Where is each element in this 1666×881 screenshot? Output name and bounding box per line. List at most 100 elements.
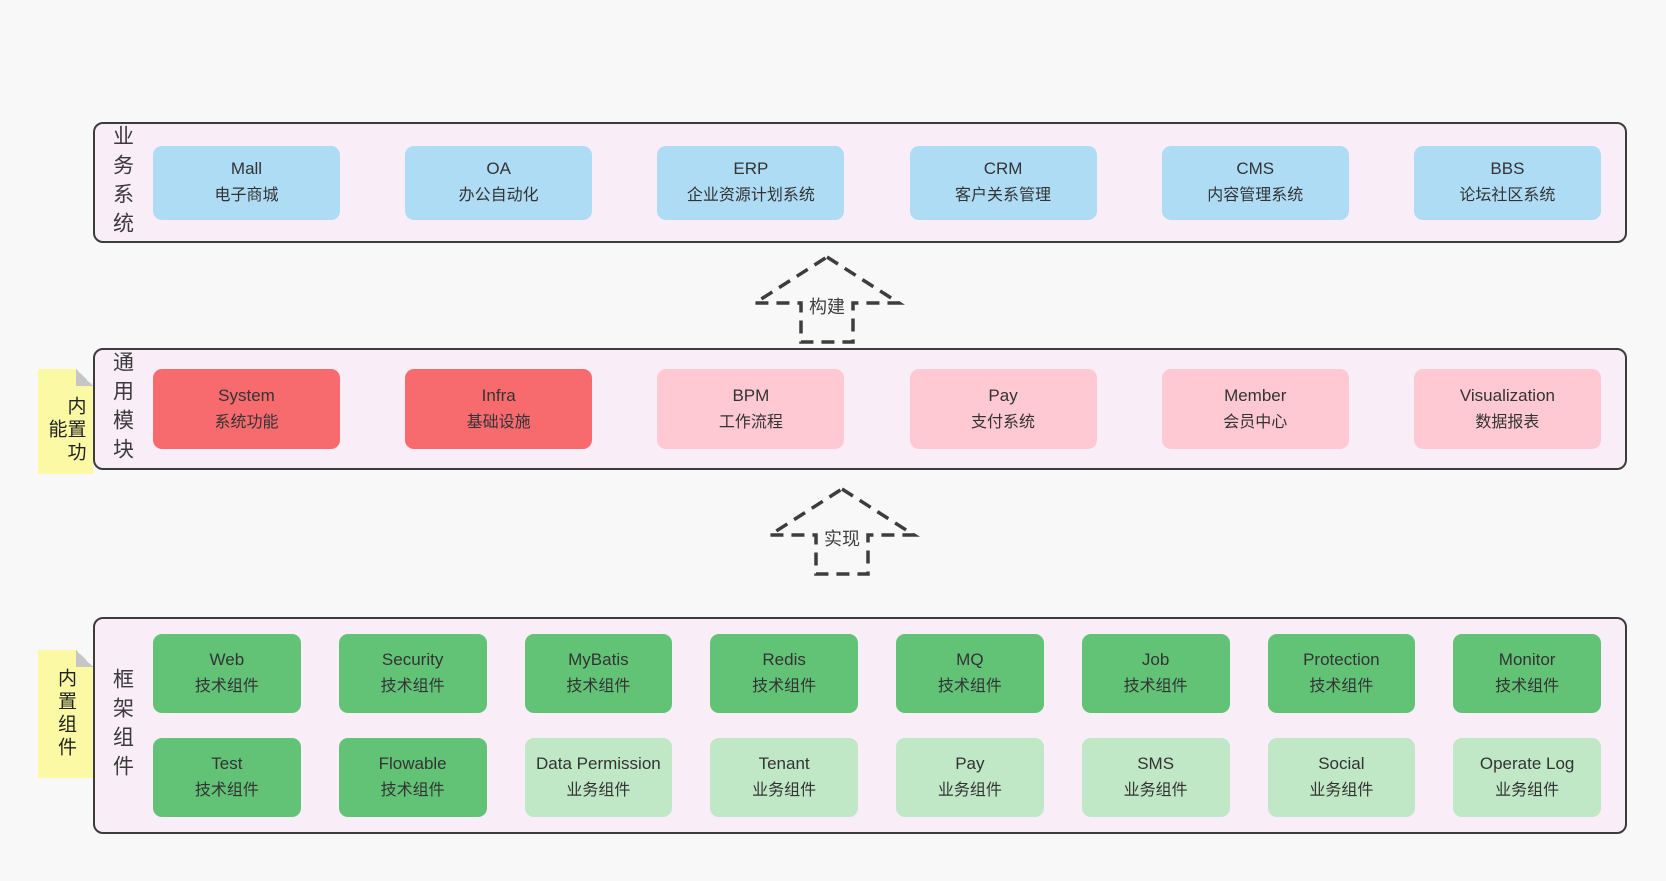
box-system-name: System — [218, 385, 275, 405]
box-operate-log-desc: 业务组件 — [1495, 782, 1560, 800]
box-web-name: Web — [209, 650, 245, 670]
box-tenant-name: Tenant — [758, 754, 810, 774]
box-mall-name: Mall — [230, 159, 263, 179]
box-pay-biz-name: Pay — [955, 754, 985, 774]
box-test-desc: 技术组件 — [194, 782, 259, 800]
box-redis-name: Redis — [762, 650, 806, 670]
box-sms: SMS 业务组件 — [1081, 738, 1230, 817]
box-test-name: Test — [211, 754, 243, 774]
box-bpm-name: BPM — [732, 385, 770, 405]
box-pay: Pay 支付系统 — [909, 369, 1097, 449]
box-cms-name: CMS — [1236, 159, 1275, 179]
box-social: Social 业务组件 — [1267, 738, 1416, 817]
box-security-desc: 技术组件 — [380, 678, 445, 696]
box-oa: OA 办公自动化 — [405, 145, 593, 220]
box-security: Security 技术组件 — [338, 634, 487, 713]
box-bbs-name: BBS — [1490, 159, 1525, 179]
folded-corner-icon — [76, 369, 93, 386]
box-flowable: Flowable 技术组件 — [338, 738, 487, 817]
framework-boxes: Web 技术组件 Security 技术组件 MyBatis 技术组件 Redi… — [149, 619, 1625, 832]
box-infra: Infra 基础设施 — [405, 369, 593, 449]
box-oa-desc: 办公自动化 — [458, 187, 539, 205]
built-in-features-note: 内置功能 — [38, 369, 93, 474]
box-web: Web 技术组件 — [153, 634, 301, 713]
implement-arrow-label: 实现 — [820, 524, 864, 552]
framework-components-panel: 框架组件 Web 技术组件 Security 技术组件 MyBatis 技术组件… — [93, 617, 1627, 834]
panel-label-modules: 通用模块 — [110, 351, 134, 467]
box-visualization: Visualization 数据报表 — [1413, 369, 1601, 449]
box-redis-desc: 技术组件 — [752, 678, 817, 696]
box-redis: Redis 技术组件 — [710, 634, 858, 713]
box-visualization-desc: 数据报表 — [1475, 413, 1540, 431]
box-operate-log-name: Operate Log — [1479, 754, 1575, 774]
box-flowable-name: Flowable — [378, 754, 447, 774]
box-monitor-name: Monitor — [1498, 650, 1556, 670]
box-sms-desc: 业务组件 — [1123, 782, 1188, 800]
box-data-permission-desc: 业务组件 — [566, 782, 631, 800]
panel-label-business: 业务系统 — [110, 124, 134, 241]
box-mybatis-desc: 技术组件 — [566, 678, 631, 696]
box-test: Test 技术组件 — [153, 738, 301, 817]
box-mq-name: MQ — [956, 650, 984, 670]
box-pay-name: Pay — [988, 385, 1018, 405]
box-pay-desc: 支付系统 — [971, 413, 1036, 431]
box-crm-name: CRM — [983, 159, 1023, 179]
box-crm-desc: 客户关系管理 — [955, 187, 1052, 205]
panel-label-framework: 框架组件 — [110, 667, 134, 784]
box-mybatis-name: MyBatis — [568, 650, 629, 670]
box-tenant-desc: 业务组件 — [752, 782, 817, 800]
build-arrow-label: 构建 — [805, 292, 849, 320]
box-protection: Protection 技术组件 — [1267, 634, 1416, 713]
box-mybatis: MyBatis 技术组件 — [524, 634, 673, 713]
box-monitor: Monitor 技术组件 — [1453, 634, 1601, 713]
implement-arrow: 实现 — [757, 486, 927, 578]
built-in-components-note-text: 内置组件 — [55, 668, 76, 760]
common-modules-panel: 通用模块 System 系统功能 Infra 基础设施 BPM 工作流程 Pay… — [93, 348, 1627, 470]
box-member-name: Member — [1224, 385, 1287, 405]
box-erp-name: ERP — [733, 159, 769, 179]
module-boxes: System 系统功能 Infra 基础设施 BPM 工作流程 Pay 支付系统… — [149, 350, 1625, 468]
box-social-desc: 业务组件 — [1309, 782, 1374, 800]
built-in-features-note-text: 内置功能 — [45, 396, 86, 465]
folded-corner-icon — [76, 650, 93, 667]
box-cms-desc: 内容管理系统 — [1207, 187, 1304, 205]
box-erp: ERP 企业资源计划系统 — [657, 145, 845, 220]
built-in-components-note: 内置组件 — [38, 650, 93, 778]
arrow-up-icon — [749, 254, 905, 344]
box-erp-desc: 企业资源计划系统 — [686, 187, 815, 205]
box-crm: CRM 客户关系管理 — [909, 145, 1097, 220]
box-pay-biz-desc: 业务组件 — [937, 782, 1002, 800]
panel-label-business-wrap: 业务系统 — [95, 124, 149, 241]
box-mall-desc: 电子商城 — [214, 187, 279, 205]
box-bpm: BPM 工作流程 — [657, 369, 845, 449]
box-bbs: BBS 论坛社区系统 — [1413, 145, 1601, 220]
box-job: Job 技术组件 — [1081, 634, 1230, 713]
panel-label-framework-wrap: 框架组件 — [95, 619, 149, 832]
box-data-permission: Data Permission 业务组件 — [524, 738, 673, 817]
box-cms: CMS 内容管理系统 — [1161, 145, 1349, 220]
box-visualization-name: Visualization — [1459, 385, 1555, 405]
box-mq-desc: 技术组件 — [937, 678, 1002, 696]
box-bpm-desc: 工作流程 — [718, 413, 783, 431]
box-data-permission-name: Data Permission — [536, 754, 661, 774]
box-mq: MQ 技术组件 — [896, 634, 1044, 713]
build-arrow: 构建 — [742, 254, 912, 346]
box-web-desc: 技术组件 — [194, 678, 259, 696]
box-infra-name: Infra — [481, 385, 516, 405]
box-protection-name: Protection — [1303, 650, 1380, 670]
business-systems-panel: 业务系统 Mall 电子商城 OA 办公自动化 ERP 企业资源计划系统 CRM… — [93, 122, 1627, 243]
box-infra-desc: 基础设施 — [466, 413, 531, 431]
box-pay-biz: Pay 业务组件 — [896, 738, 1044, 817]
box-system: System 系统功能 — [153, 369, 340, 449]
box-system-desc: 系统功能 — [214, 413, 279, 431]
box-flowable-desc: 技术组件 — [380, 782, 445, 800]
box-job-desc: 技术组件 — [1123, 678, 1188, 696]
box-member-desc: 会员中心 — [1223, 413, 1288, 431]
box-tenant: Tenant 业务组件 — [710, 738, 858, 817]
box-job-name: Job — [1141, 650, 1170, 670]
box-protection-desc: 技术组件 — [1309, 678, 1374, 696]
box-bbs-desc: 论坛社区系统 — [1459, 187, 1556, 205]
box-sms-name: SMS — [1137, 754, 1175, 774]
box-monitor-desc: 技术组件 — [1495, 678, 1560, 696]
